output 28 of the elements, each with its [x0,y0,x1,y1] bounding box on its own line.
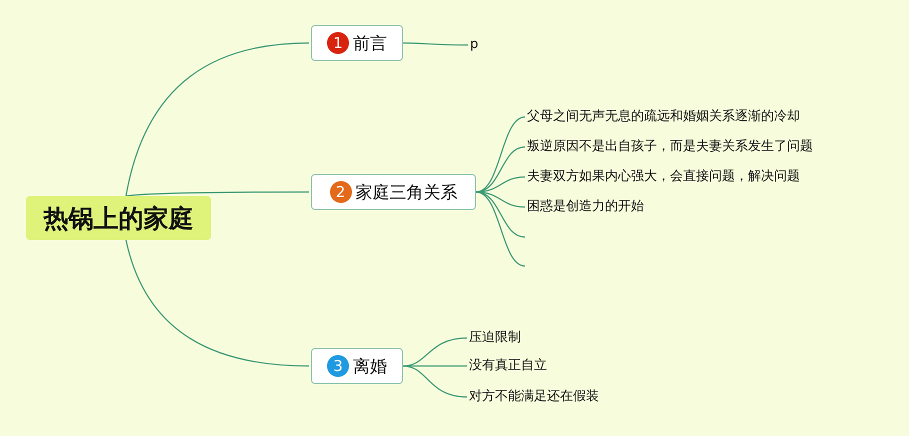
topic-box [311,174,476,210]
topic-box [311,25,403,61]
number-badge: 1 [327,32,349,54]
number-badge: 2 [330,181,352,203]
subtopic-text: 夫妻双方如果内心强大，会直接问题，解决问题 [527,169,800,185]
central-topic-box [26,196,211,240]
branch-line [476,191,526,238]
subtopic-text: 没有真正自立 [469,358,547,374]
central-topic-text: 热锅上的家庭 [44,202,194,234]
branch-line [476,191,526,267]
subtopic-text: p [470,37,478,53]
topic-title: 前言 [353,32,387,54]
branch-line [476,146,526,193]
subtopic-text: 对方不能满足还在假装 [469,389,599,405]
branch-line [125,42,310,196]
branch-line [126,191,309,197]
topic-title: 离婚 [353,356,387,378]
subtopic-text: 压迫限制 [469,330,521,346]
subtopic-text: 父母之间无声无息的疏远和婚姻关系逐渐的冷却 [527,109,800,125]
subtopic-text: 困惑是创造力的开始 [527,199,644,215]
number-badge: 3 [327,355,349,377]
branch-line [125,240,310,367]
branch-line [403,42,468,46]
topic-title: 家庭三角关系 [356,182,458,204]
subtopic-text: 叛逆原因不是出自孩子，而是夫妻关系发生了问题 [527,139,813,155]
topic-box [311,348,403,384]
branch-line [402,337,468,367]
branch-line [402,365,468,398]
